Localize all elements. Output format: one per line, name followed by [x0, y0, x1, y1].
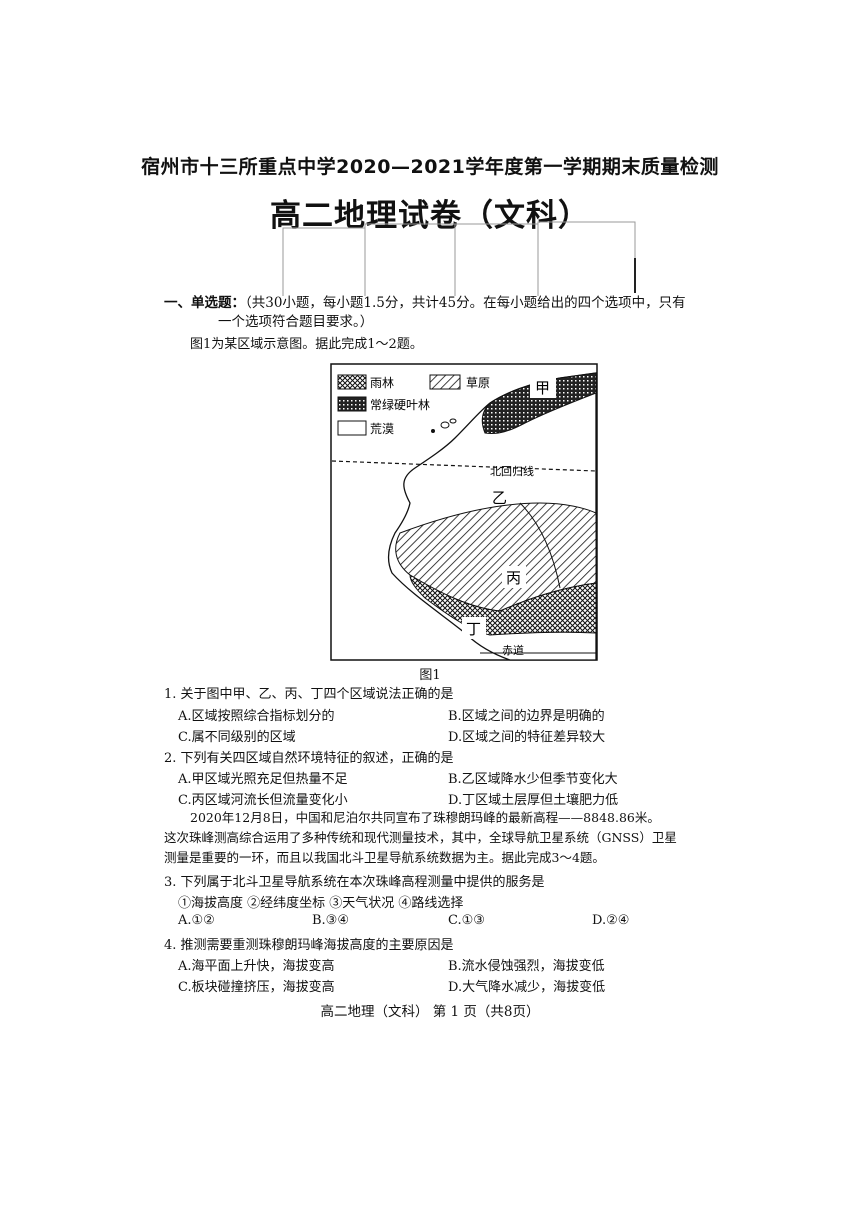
- region-label-ding: 丁: [466, 620, 481, 638]
- legend-desert-swatch: [337, 420, 367, 436]
- region-label-yi: 乙: [492, 489, 507, 507]
- figure-caption: 图1: [419, 668, 441, 683]
- question-1-stem: 1. 关于图中甲、乙、丙、丁四个区域说法正确的是: [164, 687, 454, 702]
- q1-option-c[interactable]: C.属不同级别的区域: [178, 730, 296, 745]
- legend-grassland-swatch: [429, 374, 461, 390]
- region-label-jia: 甲: [535, 379, 550, 397]
- q3-option-a[interactable]: A.①②: [178, 913, 215, 928]
- q2-option-d[interactable]: D.丁区域土层厚但土壤肥力低: [448, 793, 619, 808]
- legend-desert-label: 荒漠: [370, 422, 394, 436]
- page-footer: 高二地理（文科） 第 1 页（共8页）: [320, 1004, 540, 1020]
- legend-rainforest-label: 雨林: [370, 376, 394, 390]
- score-box-lines: [282, 221, 636, 296]
- tropic-label: 北回归线: [490, 464, 534, 478]
- q3-option-b[interactable]: B.③④: [312, 913, 349, 928]
- q4-option-c[interactable]: C.板块碰撞挤压，海拔变高: [178, 980, 335, 995]
- legend-sclerophyll-label: 常绿硬叶林: [370, 397, 430, 412]
- legend-grassland-label: 草原: [466, 376, 490, 390]
- q2-option-a[interactable]: A.甲区域光照充足但热量不足: [178, 772, 348, 787]
- passage-line-2: 这次珠峰测高综合运用了多种传统和现代测量技术，其中，全球导航卫星系统（GNSS）…: [164, 830, 677, 845]
- q1-option-d[interactable]: D.区域之间的特征差异较大: [448, 730, 606, 745]
- section-instruction-1: （共30小题，每小题1.5分，共计45分。在每小题给出的四个选项中，只有: [245, 295, 686, 311]
- intro-q1-2: 图1为某区域示意图。据此完成1～2题。: [190, 337, 423, 352]
- legend-rainforest-swatch: [337, 374, 367, 390]
- passage-line-3: 测量是重要的一环，而且以我国北斗卫星导航系统数据为主。据此完成3～4题。: [164, 850, 605, 865]
- equator-label: 赤道: [502, 643, 524, 657]
- question-3-stem: 3. 下列属于北斗卫星导航系统在本次珠峰高程测量中提供的服务是: [164, 875, 545, 890]
- region-map-figure: 雨林 草原 常绿硬叶林 荒漠 甲 北回归线 乙 丙 丁 赤道: [330, 363, 598, 661]
- question-2-stem: 2. 下列有关四区域自然环境特征的叙述，正确的是: [164, 751, 454, 766]
- exam-subtitle: 宿州市十三所重点中学2020—2021学年度第一学期期末质量检测: [141, 156, 719, 178]
- q1-option-a[interactable]: A.区域按照综合指标划分的: [178, 709, 335, 724]
- q3-option-d[interactable]: D.②④: [592, 913, 630, 928]
- q4-option-d[interactable]: D.大气降水减少，海拔变低: [448, 980, 606, 995]
- q2-option-c[interactable]: C.丙区域河流长但流量变化小: [178, 793, 348, 808]
- passage-line-1: 2020年12月8日，中国和尼泊尔共同宣布了珠穆朗玛峰的最新高程——8848.8…: [190, 810, 660, 825]
- q2-option-b[interactable]: B.乙区域降水少但季节变化大: [448, 772, 618, 787]
- section-instructions: 一、单选题：（共30小题，每小题1.5分，共计45分。在每小题给出的四个选项中，…: [164, 294, 724, 332]
- q1-option-b[interactable]: B.区域之间的边界是明确的: [448, 709, 605, 724]
- q3-option-c[interactable]: C.①③: [448, 913, 485, 928]
- section-instruction-2: 一个选项符合题目要求。）: [218, 314, 374, 330]
- region-label-bing: 丙: [506, 569, 521, 587]
- question-4-stem: 4. 推测需要重测珠穆朗玛峰海拔高度的主要原因是: [164, 938, 454, 953]
- q3-items: ①海拔高度 ②经纬度坐标 ③天气状况 ④路线选择: [178, 896, 464, 911]
- section-label: 一、单选题：: [164, 295, 245, 311]
- legend-sclerophyll-swatch: [337, 396, 367, 412]
- passage-3-4: 2020年12月8日，中国和尼泊尔共同宣布了珠穆朗玛峰的最新高程——8848.8…: [164, 808, 734, 868]
- q4-option-a[interactable]: A.海平面上升快，海拔变高: [178, 959, 335, 974]
- q4-option-b[interactable]: B.流水侵蚀强烈，海拔变低: [448, 959, 605, 974]
